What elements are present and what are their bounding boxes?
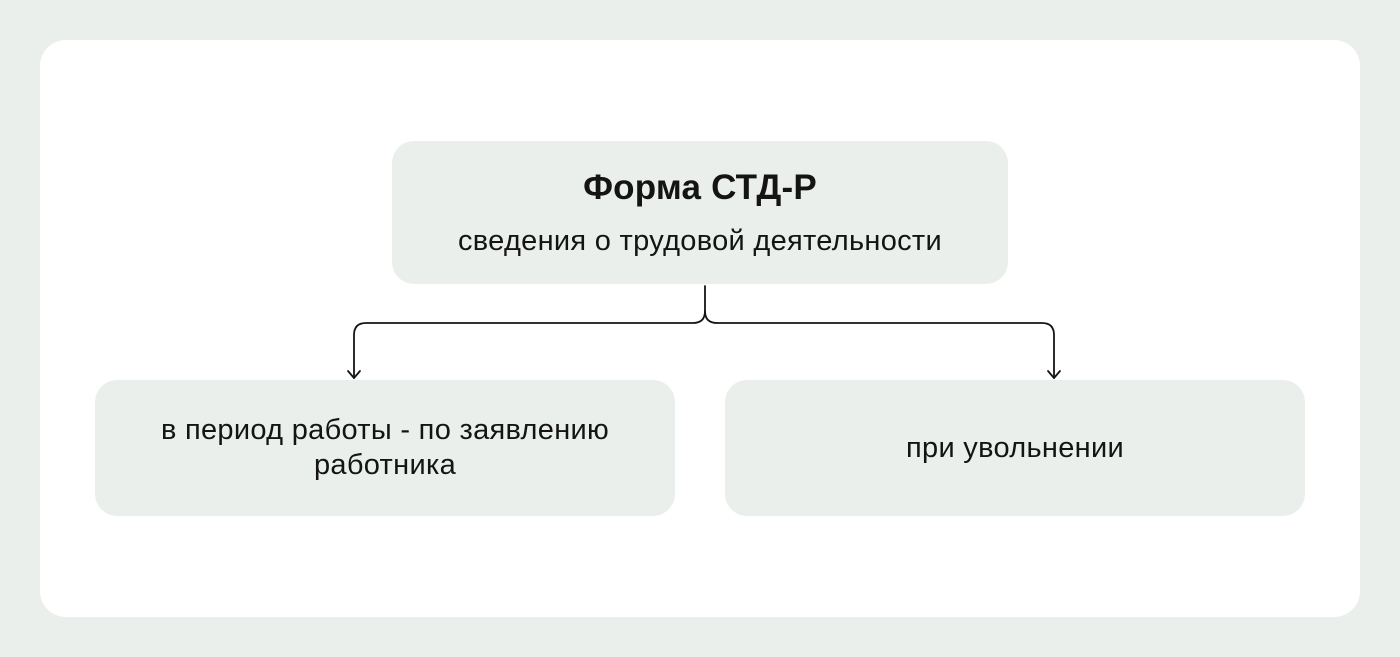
branch-node-during-employment: в период работы - по заявлению работника xyxy=(95,380,675,516)
root-subtitle: сведения о трудовой деятельности xyxy=(457,224,943,257)
arrowhead-left-icon xyxy=(347,370,361,379)
connector-stem xyxy=(704,285,718,324)
branch-label-upon-dismissal: при увольнении xyxy=(906,431,1124,464)
diagram-card xyxy=(40,40,1360,617)
connector-left-branch xyxy=(353,310,706,379)
root-node: Форма СТД-Р сведения о трудовой деятельн… xyxy=(392,141,1008,284)
root-title: Форма СТД-Р xyxy=(583,167,817,207)
arrowhead-right-icon xyxy=(1047,370,1061,379)
branch-label-during-employment: в период работы - по заявлению работника xyxy=(160,414,610,481)
connector-right-branch xyxy=(716,322,1055,379)
branch-node-upon-dismissal: при увольнении xyxy=(725,380,1305,516)
